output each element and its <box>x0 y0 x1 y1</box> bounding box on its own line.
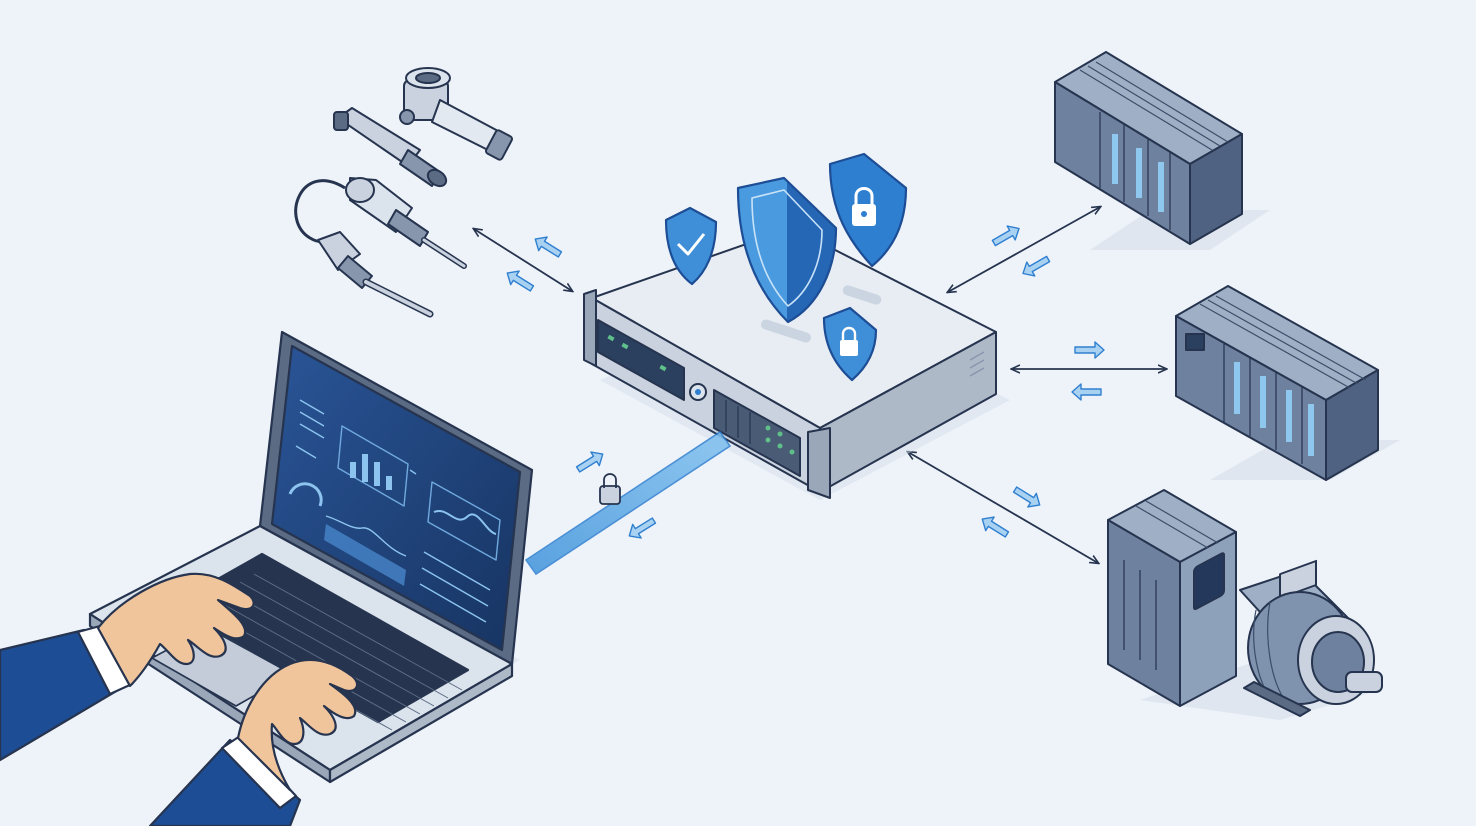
arrow-icon <box>530 231 565 262</box>
sensors-group <box>294 67 513 318</box>
arrow-icon <box>989 220 1024 251</box>
arrow-icon <box>1071 383 1102 401</box>
arrow-icon <box>1018 251 1053 282</box>
electric-motor <box>1239 559 1383 717</box>
shield-icon <box>736 176 838 324</box>
arrow-icon <box>624 513 659 544</box>
link-drive <box>908 452 1098 563</box>
plc-rack-top <box>1054 51 1270 250</box>
user-hands <box>0 572 359 826</box>
padlock-icon <box>599 473 621 505</box>
arrow-icon <box>1010 482 1045 513</box>
transmitter-a <box>333 107 448 188</box>
pressure-fitting <box>399 67 513 161</box>
arrow-icon <box>1074 341 1105 359</box>
padlock-icon <box>822 306 878 382</box>
transmitter-b <box>345 177 467 269</box>
shield-check-icon <box>664 206 718 286</box>
plc-rack-middle <box>1175 285 1400 481</box>
arrow-icon <box>502 265 537 296</box>
drive-and-motor <box>1107 489 1383 720</box>
secure-connection-beam <box>524 430 732 576</box>
padlock-icon <box>828 152 908 268</box>
link-sensors <box>474 229 572 291</box>
security-shields <box>664 152 908 382</box>
temperature-probe <box>317 231 434 318</box>
variable-frequency-drive <box>1107 489 1237 707</box>
arrow-icon <box>977 511 1012 542</box>
dashboard-screen <box>288 399 501 623</box>
link-plc-top <box>948 207 1100 292</box>
connection-lines <box>474 207 1166 563</box>
arrow-icon <box>573 446 608 477</box>
